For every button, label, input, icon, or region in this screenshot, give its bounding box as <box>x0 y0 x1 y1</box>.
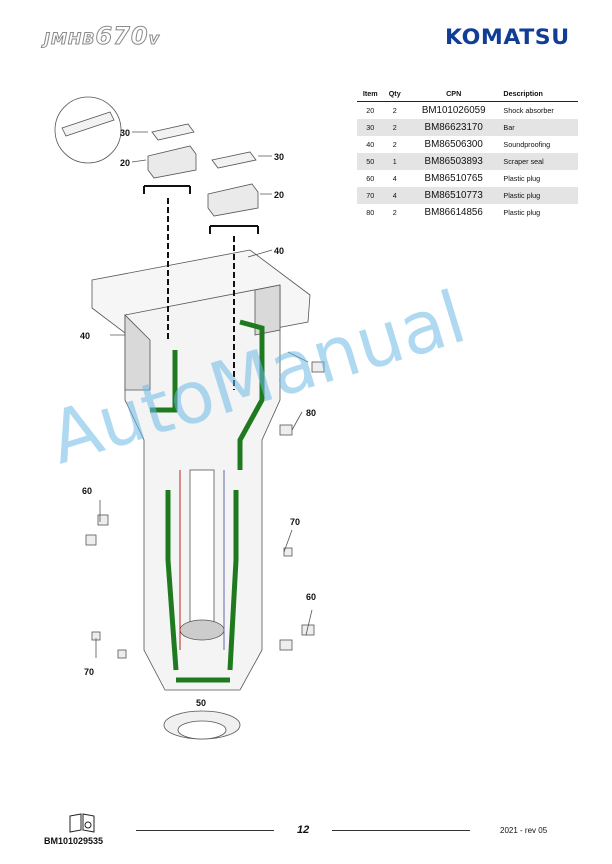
manual-book-icon <box>69 813 95 833</box>
model-name: JMHB <box>43 29 96 49</box>
cell-item: 50 <box>357 153 384 170</box>
plug-60 <box>279 639 293 651</box>
plug-60 <box>97 514 109 526</box>
callout-30: 30 <box>274 152 284 162</box>
cell-cpn: BM86510773 <box>405 187 502 204</box>
col-qty: Qty <box>383 88 406 102</box>
cell-description: Shock absorber <box>503 106 554 115</box>
cell-item: 40 <box>366 140 375 149</box>
footer-rule-left <box>136 830 274 831</box>
cell-item: 20 <box>366 106 375 115</box>
cell-qty: 1 <box>383 153 406 170</box>
cell-cpn: BM86503893 <box>405 153 502 170</box>
cell-qty: 2 <box>383 119 406 136</box>
plug-80 <box>311 361 325 373</box>
cell-item: 30 <box>357 119 384 136</box>
shock-absorber-20-right <box>207 183 259 217</box>
cell-item: 60 <box>366 174 375 183</box>
callout-50: 50 <box>196 698 206 708</box>
revision: 2021 - rev 05 <box>500 826 548 835</box>
cell-item: 70 <box>357 187 384 204</box>
footer-rule-right <box>332 830 470 831</box>
callout-20: 20 <box>274 190 284 200</box>
table-row: 50 1 BM86503893 Scraper seal <box>357 153 578 170</box>
cell-cpn: BM86506300 <box>424 139 483 150</box>
cell-qty: 2 <box>392 208 397 217</box>
model-title: JMHB670v <box>43 22 161 51</box>
table-row: 80 2 BM86614856 Plastic plug <box>357 204 578 221</box>
cell-description: Soundproofing <box>503 140 551 149</box>
table-row: 30 2 BM86623170 Bar <box>357 119 578 136</box>
cell-cpn: BM101026059 <box>421 105 486 116</box>
cell-description: Plastic plug <box>503 208 541 217</box>
callout-20: 20 <box>120 158 130 168</box>
cell-qty: 4 <box>392 174 397 183</box>
plug-60 <box>85 534 97 546</box>
piston <box>189 469 215 631</box>
table-row: 60 4 BM86510765 Plastic plug <box>357 170 578 187</box>
document-code: BM101029535 <box>44 836 104 846</box>
exploded-parts-drawing: 30 20 30 20 40 40 80 60 70 60 70 50 <box>54 96 325 740</box>
cell-qty: 4 <box>383 187 406 204</box>
parts-table: Item Qty CPN Description 20 2 BM10102605… <box>357 88 578 221</box>
page-number: 12 <box>297 824 310 836</box>
cell-item: 80 <box>366 208 375 217</box>
table-row: 20 2 BM101026059 Shock absorber <box>357 102 578 120</box>
table-row: 40 2 BM86506300 Soundproofing <box>357 136 578 153</box>
callout-40: 40 <box>274 246 284 256</box>
callout-80: 80 <box>306 408 316 418</box>
shock-absorber-20-left <box>147 145 197 179</box>
cell-description: Plastic plug <box>501 187 578 204</box>
cell-qty: 2 <box>392 140 397 149</box>
cell-description: Plastic plug <box>503 174 541 183</box>
col-description: Description <box>501 88 578 102</box>
bar-30-left <box>151 123 195 141</box>
table-header-row: Item Qty CPN Description <box>357 88 578 102</box>
cell-cpn: BM86510765 <box>424 173 483 184</box>
col-item: Item <box>357 88 384 102</box>
cell-cpn: BM86614856 <box>424 207 483 218</box>
callout-40: 40 <box>80 331 90 341</box>
callout-30: 30 <box>120 128 130 138</box>
bar-30-right <box>211 151 257 169</box>
callout-60: 60 <box>82 486 92 496</box>
model-suffix: v <box>148 29 161 49</box>
cell-description: Bar <box>501 119 578 136</box>
cell-description: Scraper seal <box>501 153 578 170</box>
plug-80 <box>279 424 293 436</box>
cell-cpn: BM86623170 <box>405 119 502 136</box>
brand-logo: KOMATSU <box>445 25 570 49</box>
table-row: 70 4 BM86510773 Plastic plug <box>357 187 578 204</box>
callout-70: 70 <box>84 667 94 677</box>
cell-qty: 2 <box>392 106 397 115</box>
plug-70 <box>117 649 127 659</box>
callout-70: 70 <box>290 517 300 527</box>
col-cpn: CPN <box>405 88 502 102</box>
callout-60: 60 <box>306 592 316 602</box>
model-number: 670 <box>95 22 149 51</box>
